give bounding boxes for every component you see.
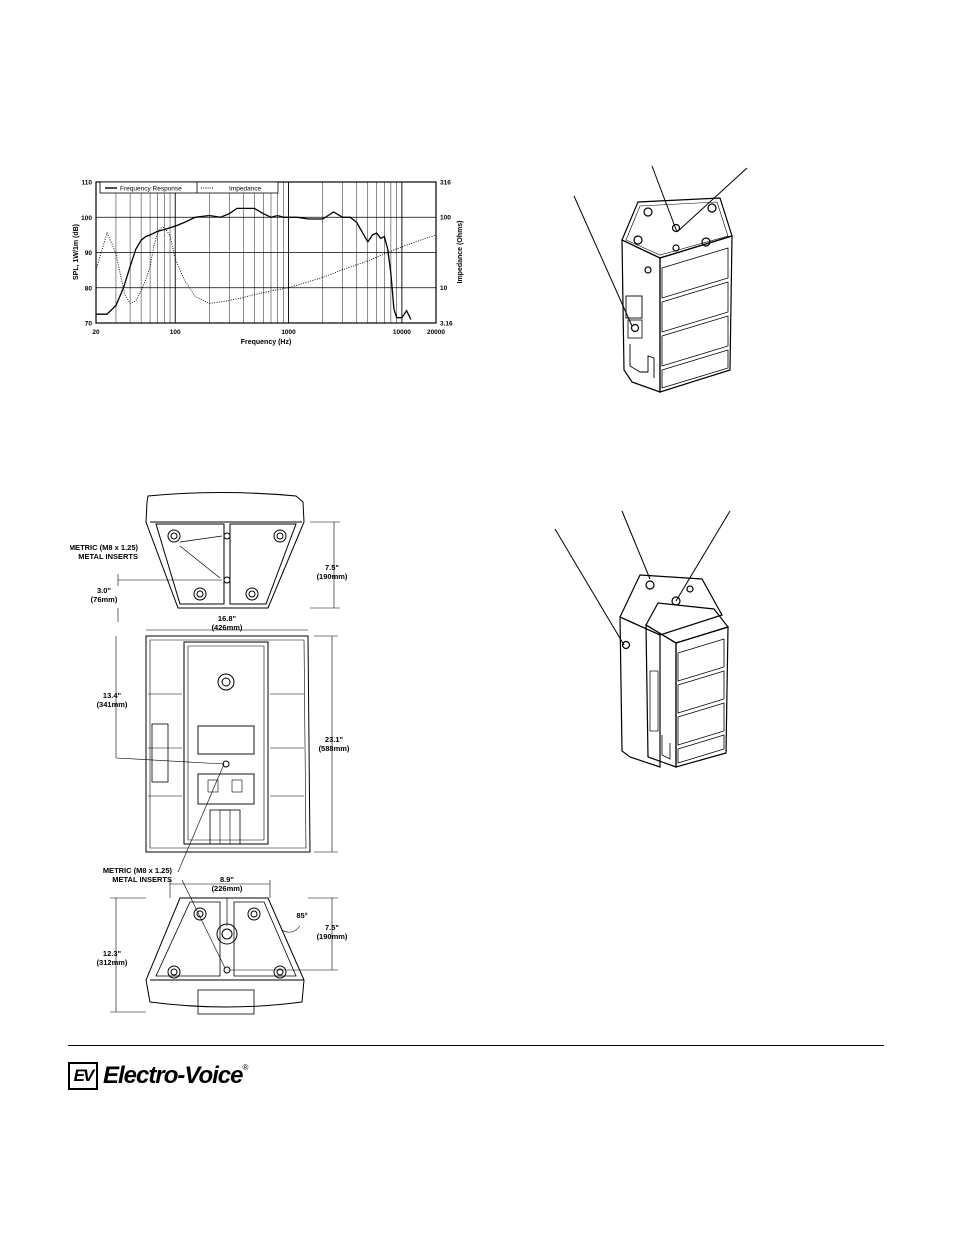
width-in: 16.8" [218, 614, 237, 623]
callout-line-top-point-4 [675, 510, 731, 602]
metric-inserts-label-bottom: METRIC (M8 x 1.25) [103, 866, 173, 875]
angle-label: 85° [296, 911, 307, 920]
width-mm: (426mm) [212, 623, 243, 632]
bottom-width-mm: (226mm) [212, 884, 243, 893]
side-height-mm: (341mm) [97, 700, 128, 709]
x-tick-label: 10000 [393, 329, 411, 336]
chart-y-axis-label-right: Impedance (Ohms) [457, 220, 464, 283]
top-view-drawing [117, 492, 340, 622]
legend-label-frequency-response: Frequency Response [120, 186, 182, 193]
x-tick-label: 20 [92, 329, 100, 336]
frequency-response-chart: Frequency Response Impedance 20 100 1000 10… [73, 180, 464, 347]
x-tick-label: 20000 [427, 329, 445, 336]
dimension-drawings: METRIC (M8 x 1.25) METAL INSERTS 3.0" (7… [70, 492, 350, 1015]
bottom-total-mm: (312mm) [97, 958, 128, 967]
ev-logo-mark: EV [68, 1062, 98, 1090]
x-tick-label: 100 [170, 329, 181, 336]
metal-inserts-label-bottom: METAL INSERTS [112, 875, 172, 884]
metric-inserts-label-top: METRIC (M8 x 1.25) [70, 543, 138, 552]
speaker-body-2 [619, 574, 730, 768]
callout-line-top-point-1 [651, 165, 678, 233]
callout-line-top-point-2 [676, 167, 748, 233]
bottom-depth-in: 7.5" [325, 923, 339, 932]
total-height-mm: (588mm) [319, 744, 350, 753]
chart-ticks: 20 100 1000 10000 20000 110 100 90 80 70 316 100 10 3… [81, 180, 453, 337]
bottom-total-in: 12.3" [103, 949, 122, 958]
y-left-tick-label: 110 [82, 180, 93, 187]
bottom-width-in: 8.9" [220, 875, 234, 884]
chart-y-axis-label-left: SPL, 1W/1m (dB) [73, 224, 80, 280]
chart-x-axis-label: Frequency (Hz) [241, 339, 292, 346]
series-line-frequency-response [96, 207, 412, 320]
rear-view-drawing [115, 629, 338, 873]
total-height-in: 23.1" [325, 735, 344, 744]
y-left-tick-label: 70 [85, 321, 93, 328]
insert-spacing-in: 3.0" [97, 586, 111, 595]
bottom-view-drawing [110, 879, 338, 1015]
y-left-tick-label: 90 [85, 250, 93, 257]
bottom-depth-mm: (190mm) [317, 932, 348, 941]
registered-mark: ® [242, 1063, 249, 1072]
callout-line-side-point-2 [554, 528, 625, 646]
y-right-tick-label: 3.16 [440, 321, 453, 328]
y-right-tick-label: 10 [440, 285, 448, 292]
chart-grid [95, 181, 437, 324]
legend-box [99, 181, 279, 194]
chart-legend: Frequency Response Impedance [99, 181, 279, 194]
brand-logo: EV Electro-Voice ® [68, 1061, 248, 1091]
top-depth-in: 7.5" [325, 563, 339, 572]
callout-line-top-point-3 [621, 510, 651, 580]
y-left-tick-label: 100 [81, 215, 92, 222]
speaker-rigging-view-top [573, 165, 748, 393]
metal-inserts-label-top: METAL INSERTS [78, 552, 138, 561]
top-depth-mm: (190mm) [317, 572, 348, 581]
insert-spacing-mm: (76mm) [91, 595, 118, 604]
chart-series [95, 207, 437, 320]
y-right-tick-label: 100 [440, 215, 451, 222]
y-left-tick-label: 80 [85, 285, 93, 292]
speaker-body-1 [621, 197, 733, 393]
brand-name: Electro-Voice [103, 1062, 243, 1089]
speaker-rigging-view-pair [554, 510, 731, 768]
side-height-in: 13.4" [103, 691, 122, 700]
footer-rule [68, 1045, 884, 1046]
x-tick-label: 1000 [281, 329, 296, 336]
legend-label-impedance: Impedance [229, 186, 262, 193]
callout-line-side-point [573, 195, 633, 327]
y-right-tick-label: 316 [440, 180, 451, 187]
